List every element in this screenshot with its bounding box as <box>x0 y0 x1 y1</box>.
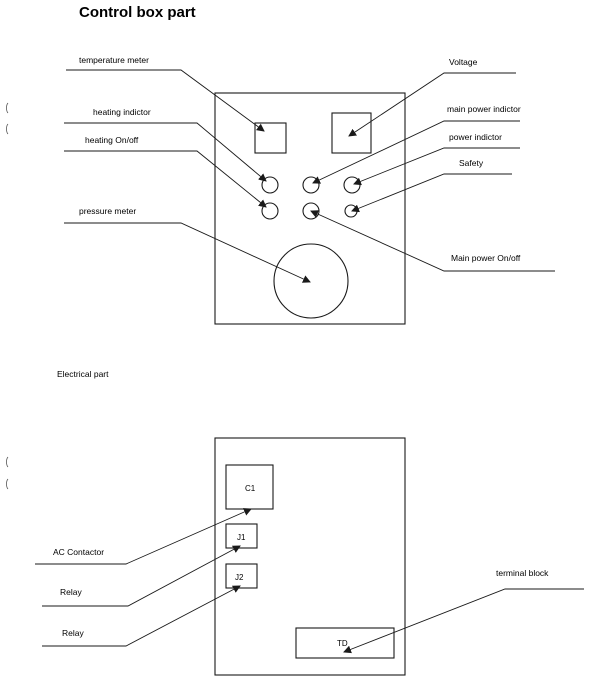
label-heating-indicator: heating indictor <box>93 107 151 117</box>
leader-voltage <box>348 72 516 137</box>
component-td-label: TD <box>337 639 348 648</box>
label-terminal-block: terminal block <box>496 568 549 578</box>
electrical-box: C1 J1 J2 TD <box>214 437 406 676</box>
leader-main-power-onoff <box>310 210 555 272</box>
component-c1-label: C1 <box>245 484 256 493</box>
component-j1-label: J1 <box>237 533 246 542</box>
component-td <box>295 627 395 659</box>
power-indicator-lamp <box>343 176 361 194</box>
page-title: Control box part <box>79 4 196 21</box>
component-j2 <box>225 563 258 589</box>
main-power-indicator-lamp <box>302 176 320 194</box>
leader-main-power-indicator <box>312 120 520 184</box>
safety-lamp <box>344 204 358 218</box>
control-box <box>214 92 406 325</box>
label-power-indicator: power indictor <box>449 132 502 142</box>
scan-mark-3 <box>6 456 9 468</box>
pressure-meter-gauge <box>273 243 349 319</box>
heating-onoff-switch <box>261 202 279 220</box>
scan-mark-2 <box>6 123 9 135</box>
label-main-power-indicator: main power indictor <box>447 104 521 114</box>
leader-ac-contactor <box>35 508 252 565</box>
label-heating-onoff: heating On/off <box>85 135 139 145</box>
component-j2-label: J2 <box>235 573 244 582</box>
heating-indicator-lamp <box>261 176 279 194</box>
leader-power-indicator <box>353 147 520 186</box>
label-voltage: Voltage <box>449 57 478 67</box>
leader-heating-onoff <box>64 150 267 208</box>
label-ac-contactor: AC Contactor <box>53 547 104 557</box>
label-temperature-meter: temperature meter <box>79 55 149 65</box>
control-box-outline <box>214 92 406 325</box>
label-relay-2: Relay <box>62 628 84 638</box>
voltage-display <box>331 112 372 154</box>
leader-terminal-block <box>343 588 584 654</box>
leader-temperature-meter <box>66 69 265 132</box>
leader-relay-1 <box>42 545 241 607</box>
leader-safety <box>351 173 512 213</box>
label-safety: Safety <box>459 158 484 168</box>
label-pressure-meter: pressure meter <box>79 206 136 216</box>
label-relay-1: Relay <box>60 587 82 597</box>
temperature-meter-display <box>254 122 287 154</box>
leader-relay-2 <box>42 585 241 647</box>
leader-pressure-meter <box>64 222 311 283</box>
leader-heating-indicator <box>64 122 267 182</box>
scan-mark-4 <box>6 478 9 490</box>
label-main-power-onoff: Main power On/off <box>451 253 521 263</box>
electrical-box-outline <box>214 437 406 676</box>
scan-mark-1 <box>6 102 9 114</box>
component-j1 <box>225 523 258 549</box>
electrical-part-title: Electrical part <box>57 369 109 379</box>
